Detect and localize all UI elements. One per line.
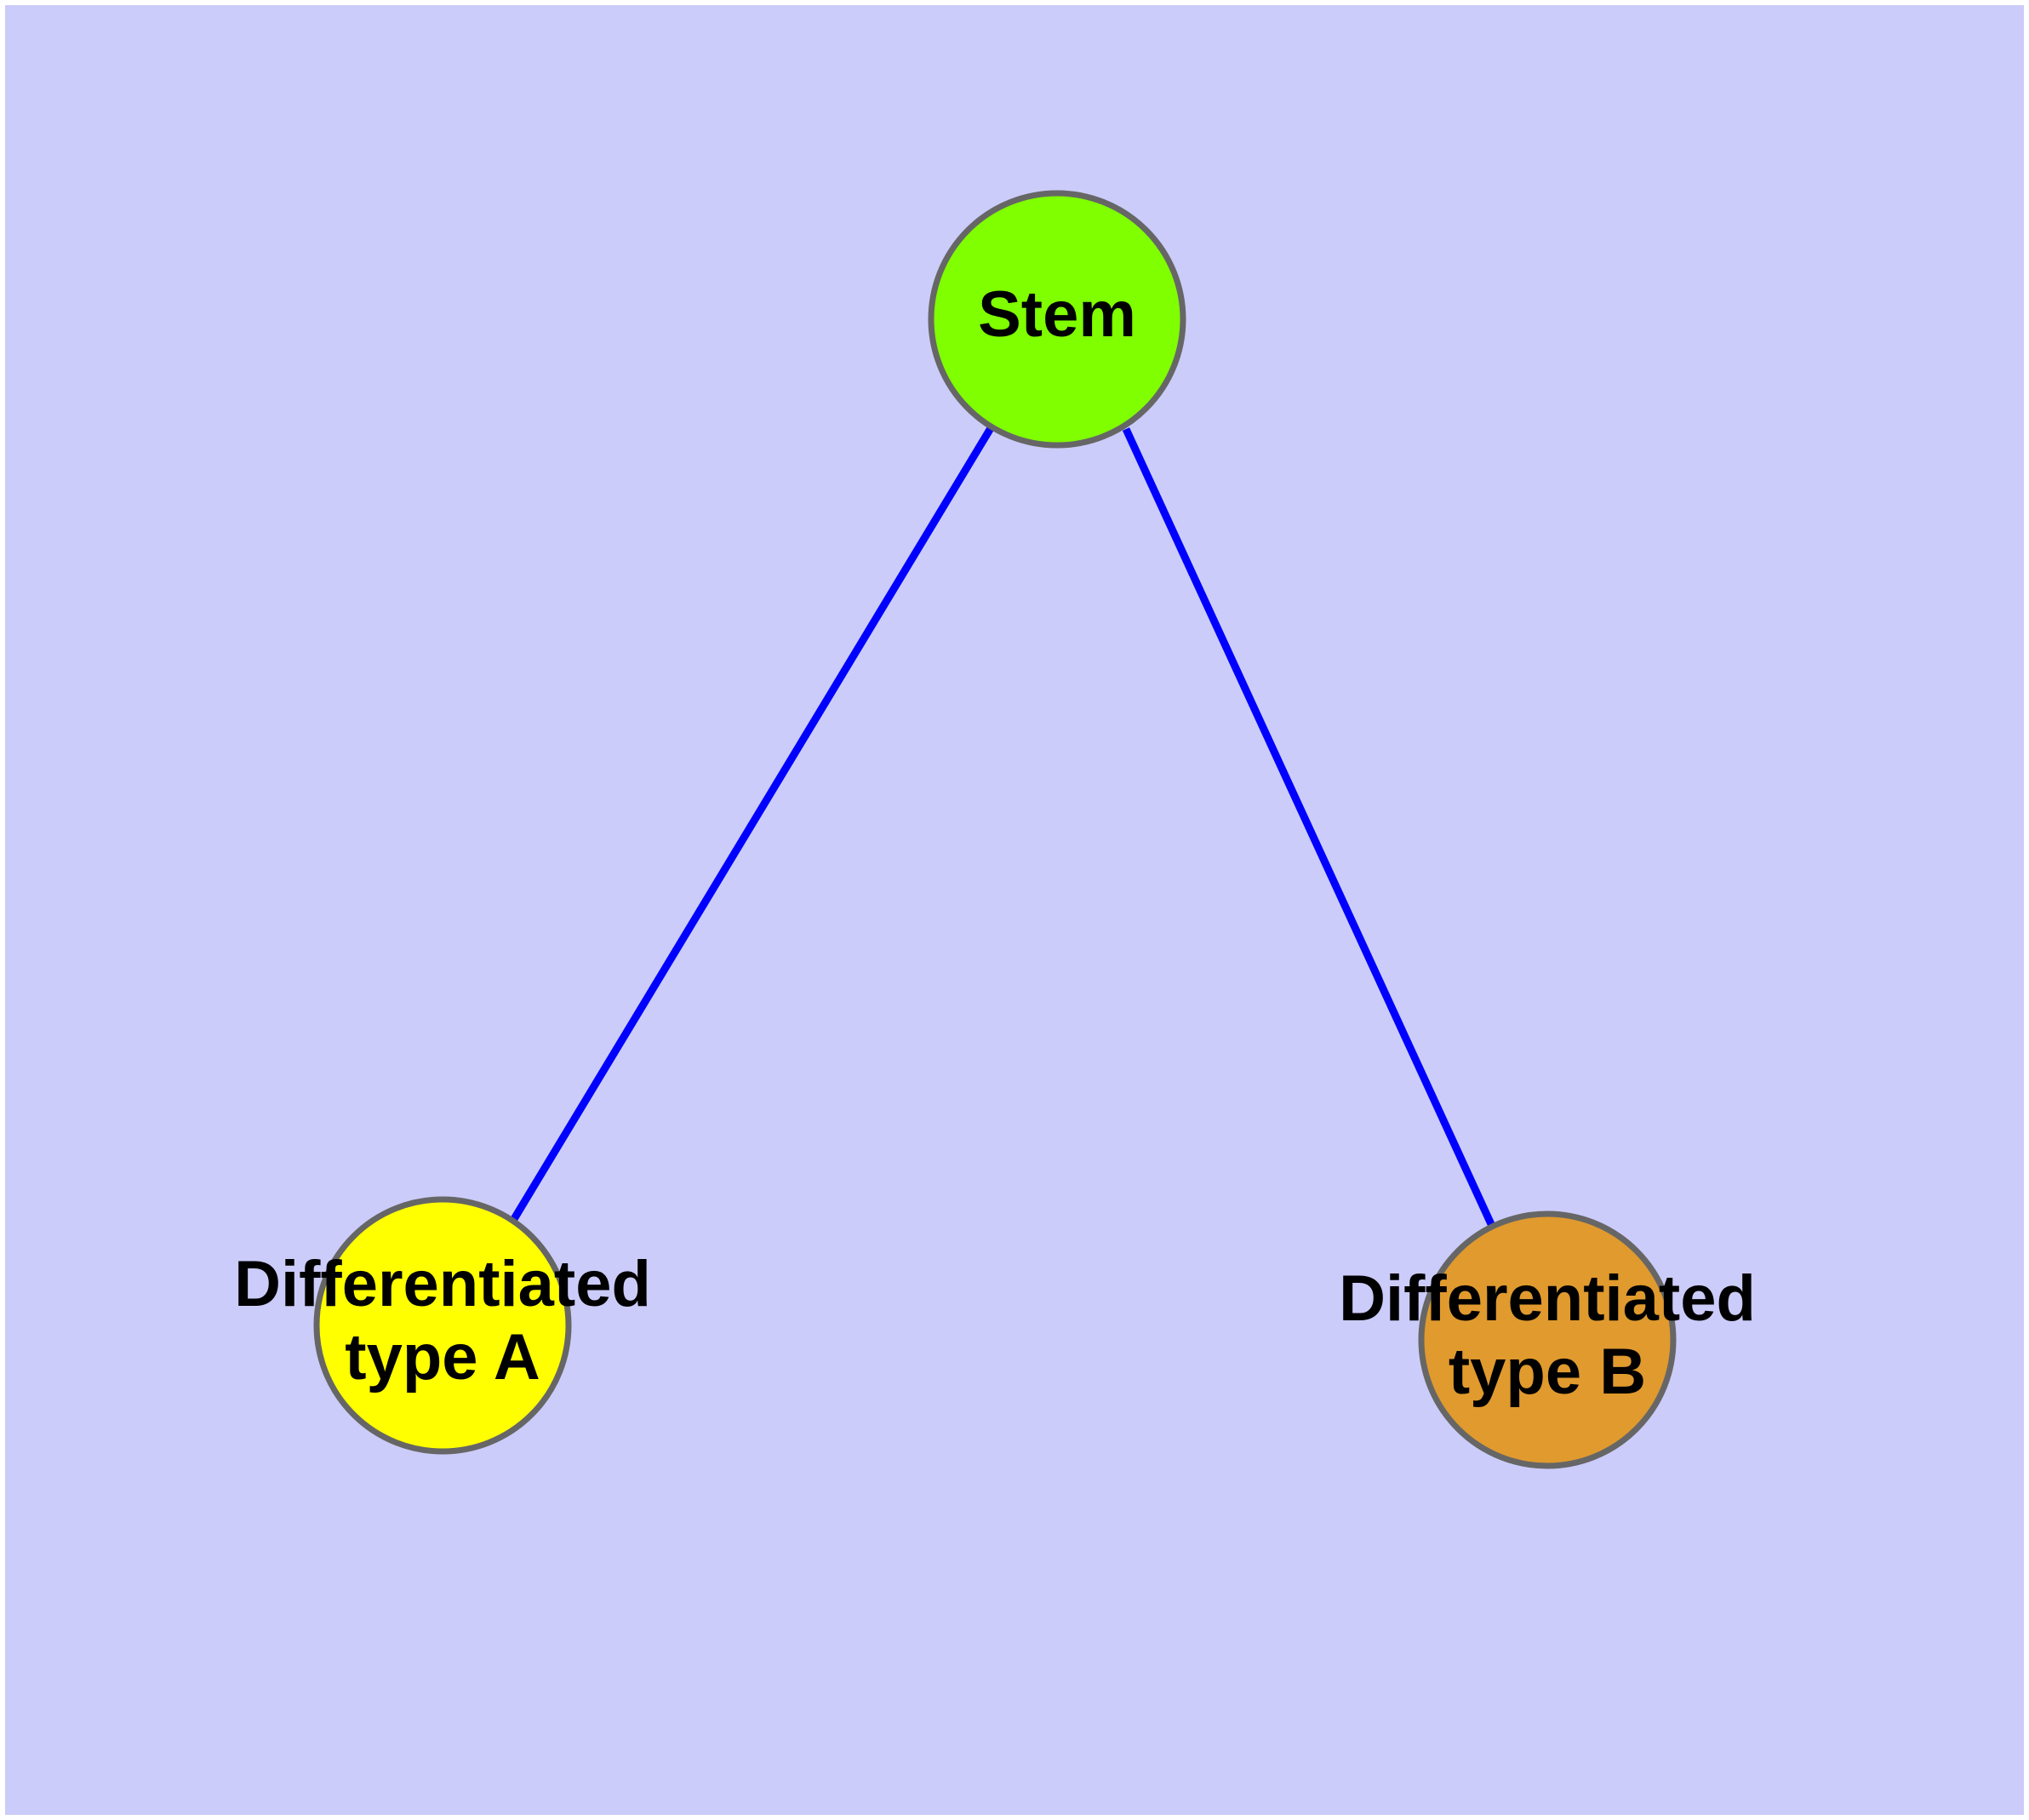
node-label-line: type B bbox=[1449, 1336, 1646, 1408]
graph-edge bbox=[511, 426, 994, 1222]
node-circle-diff-a[interactable] bbox=[313, 1196, 572, 1455]
graph-edge bbox=[1122, 427, 1495, 1226]
graph-node-diff-a[interactable] bbox=[313, 1196, 572, 1455]
graph-node-diff-b[interactable] bbox=[1418, 1210, 1677, 1469]
node-label-line: Differentiated bbox=[234, 1248, 651, 1320]
node-label-line: Differentiated bbox=[1339, 1262, 1756, 1335]
node-label-line: Stem bbox=[978, 278, 1136, 351]
node-circle-diff-b[interactable] bbox=[1418, 1210, 1677, 1469]
node-label-line: type A bbox=[345, 1321, 540, 1394]
graph-node-stem[interactable] bbox=[928, 190, 1186, 449]
node-label-stem: Stem bbox=[978, 278, 1136, 351]
edges-layer bbox=[511, 426, 1495, 1226]
node-circle-stem[interactable] bbox=[928, 190, 1186, 449]
